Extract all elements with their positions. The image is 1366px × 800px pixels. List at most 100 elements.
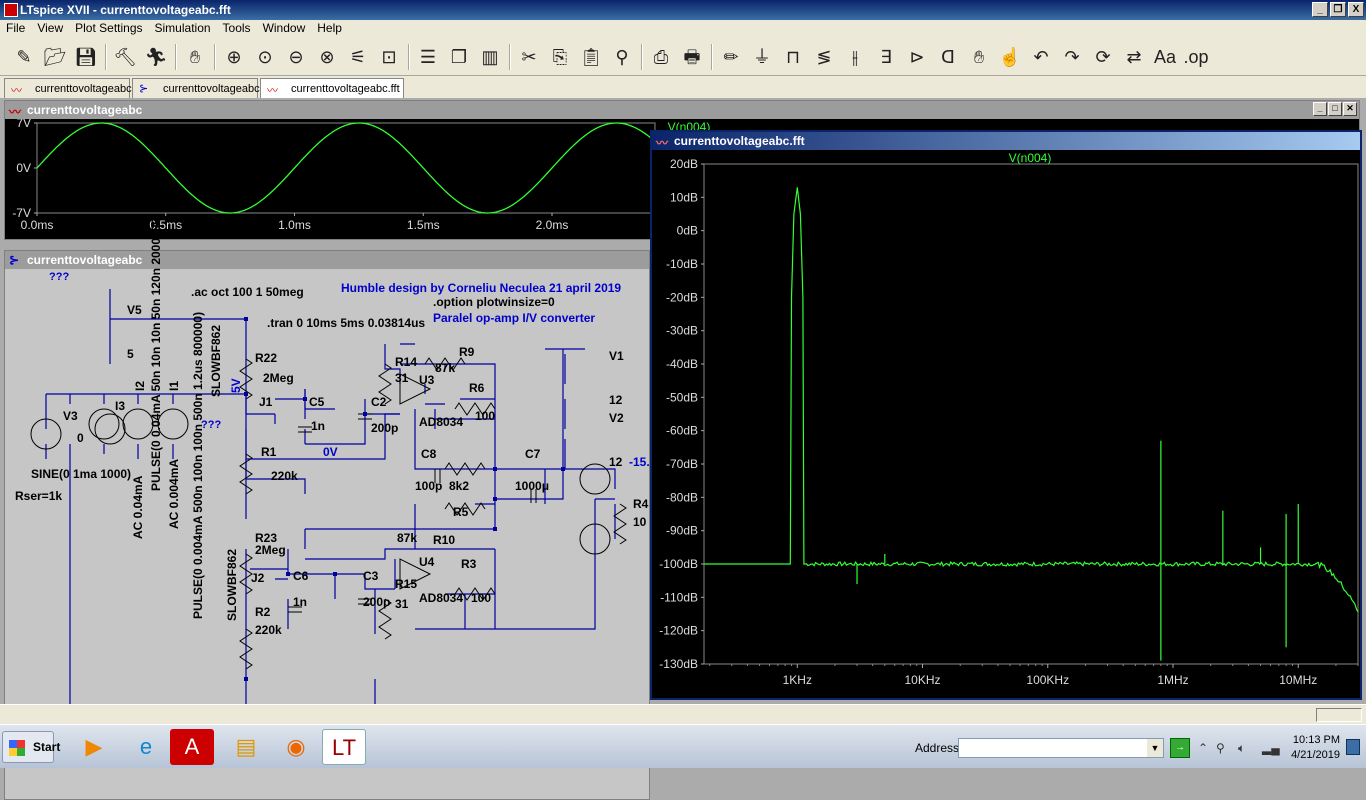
firefox-icon[interactable]: ◉	[286, 734, 306, 759]
component-icon[interactable]: ᗡ	[941, 47, 955, 67]
net-label-0v[interactable]: 0V	[323, 445, 338, 459]
v2-label[interactable]: V2	[609, 411, 624, 425]
r22-label[interactable]: R22	[255, 351, 278, 365]
tab-fft[interactable]: 〰 currenttovoltageabc.fft	[260, 78, 404, 98]
control-panel-icon[interactable]: 🔨︎	[113, 47, 137, 67]
zoom-area-icon[interactable]: ⊡	[381, 47, 397, 67]
action-center-icon[interactable]	[1346, 739, 1360, 755]
restore-button[interactable]: ❐	[1330, 2, 1346, 17]
r22-value[interactable]: 2Meg	[263, 371, 294, 385]
c5-value[interactable]: 1n	[311, 419, 326, 433]
i2-ac-spec[interactable]: AC 0.04mA	[131, 475, 145, 539]
v5-label[interactable]: V5	[127, 303, 142, 317]
r23-label[interactable]: R23	[255, 531, 278, 545]
c2-value[interactable]: 200p	[371, 421, 399, 435]
r15-label[interactable]: R15	[395, 577, 418, 591]
c6-value[interactable]: 1n	[293, 595, 308, 609]
j1-label[interactable]: J1	[259, 395, 273, 409]
maximize-button[interactable]: □	[1328, 102, 1342, 116]
r9-label[interactable]: R9	[459, 345, 475, 359]
new-schematic-icon[interactable]: ✎	[16, 47, 32, 67]
r14-value[interactable]: 31	[395, 371, 409, 385]
media-player-icon[interactable]: ▶	[85, 734, 103, 759]
address-input[interactable]: ▼	[958, 738, 1164, 758]
cut-icon[interactable]: ✂	[521, 47, 537, 67]
r6-label[interactable]: R6	[469, 381, 485, 395]
tile-vertical-icon[interactable]: ▥	[481, 47, 499, 67]
r23-value[interactable]: 2Meg	[255, 543, 286, 557]
c8-value[interactable]: 100p	[415, 479, 443, 493]
c6-label[interactable]: C6	[293, 569, 309, 583]
find-icon[interactable]: ⚲	[615, 47, 629, 67]
minimize-button[interactable]: _	[1313, 102, 1327, 116]
r2-value[interactable]: 220k	[255, 623, 282, 637]
drag-icon[interactable]: ☝	[998, 47, 1022, 67]
network-tray-icon[interactable]: ⚲	[1216, 741, 1225, 755]
i1-ac-spec[interactable]: AC 0.004mA	[167, 458, 181, 529]
save-icon[interactable]: 💾︎	[74, 47, 98, 67]
signal-icon[interactable]: ▂▄	[1262, 741, 1280, 755]
menu-simulation[interactable]: Simulation	[154, 21, 211, 35]
move-icon[interactable]: ✋︎	[973, 47, 985, 67]
resistor-icon[interactable]: ≶	[816, 47, 832, 67]
c7-value[interactable]: 1000μ	[515, 479, 550, 493]
menu-window[interactable]: Window	[262, 21, 306, 35]
ground-icon[interactable]: ⏚	[753, 47, 771, 67]
option-directive[interactable]: .option plotwinsize=0	[433, 295, 555, 309]
u3-model[interactable]: AD8034	[419, 415, 464, 429]
close-button[interactable]: ✕	[1343, 102, 1357, 116]
draw-wire-icon[interactable]: ✏	[723, 47, 739, 67]
u3-label[interactable]: U3	[419, 373, 435, 387]
r4-label[interactable]: R4	[633, 497, 649, 511]
r3-value[interactable]: 100	[471, 591, 492, 605]
menu-help[interactable]: Help	[317, 21, 342, 35]
j2-model[interactable]: SLOWBF862	[225, 548, 239, 621]
r10-label[interactable]: R10	[433, 533, 456, 547]
i3-label[interactable]: I3	[115, 399, 126, 413]
r4-value[interactable]: 10	[633, 515, 647, 529]
mirror-icon[interactable]: ⇄	[1126, 47, 1142, 67]
start-button[interactable]: Start	[2, 731, 60, 763]
j1-model[interactable]: SLOWBF862	[209, 324, 223, 397]
close-button[interactable]: X	[1348, 2, 1364, 17]
v3-sine-spec[interactable]: SINE(0 1ma 1000)	[31, 467, 132, 481]
r14-label[interactable]: R14	[395, 355, 418, 369]
diode-icon[interactable]: ⊳	[909, 47, 925, 67]
zoom-in-icon[interactable]: ⊕	[226, 47, 242, 67]
i2-label[interactable]: I2	[133, 380, 147, 391]
i1-label[interactable]: I1	[167, 380, 181, 391]
u4-label[interactable]: U4	[419, 555, 435, 569]
undo-icon[interactable]: ↶	[1033, 47, 1049, 67]
v3-label[interactable]: V3	[63, 409, 78, 423]
cascade-icon[interactable]: ❐	[450, 47, 468, 67]
zoom-back-icon[interactable]: ⊙	[257, 47, 273, 67]
i1-pulse-spec[interactable]: PULSE(0 0.004mA 500n 100n 100n 500n 1.2u…	[191, 311, 205, 619]
menu-view[interactable]: View	[37, 21, 64, 35]
r2-label[interactable]: R2	[255, 605, 271, 619]
volume-icon[interactable]: 🔈︎	[1238, 741, 1246, 755]
print-icon[interactable]: 🖶︎	[683, 47, 701, 67]
j2-label[interactable]: J2	[251, 571, 265, 585]
c2-label[interactable]: C2	[371, 395, 387, 409]
capacitor-icon[interactable]: ⫲	[852, 47, 858, 67]
print-setup-icon[interactable]: ⎙	[653, 47, 669, 67]
text-icon[interactable]: Aa	[1153, 47, 1177, 67]
autorange-icon[interactable]: ⚟	[349, 47, 367, 67]
menu-tools[interactable]: Tools	[222, 21, 251, 35]
r5-label[interactable]: R5	[453, 505, 469, 519]
internet-explorer-icon[interactable]: e	[139, 734, 153, 759]
c3-value[interactable]: 200p	[363, 595, 391, 609]
v3-value[interactable]: 0	[77, 431, 84, 445]
tile-horizontal-icon[interactable]: ☰	[419, 47, 437, 67]
net-label-neg[interactable]: -15.	[629, 455, 650, 469]
v3-rser[interactable]: Rser=1k	[15, 489, 63, 503]
r6-value[interactable]: 100	[475, 409, 496, 423]
v5-value[interactable]: 5	[127, 347, 134, 361]
folder-icon[interactable]: ▤	[235, 734, 257, 759]
ltspice-icon[interactable]: LT	[322, 729, 366, 765]
r3-label[interactable]: R3	[461, 557, 477, 571]
tran-directive[interactable]: .tran 0 10ms 5ms 0.03814us	[267, 316, 426, 330]
v2-value[interactable]: 12	[609, 455, 623, 469]
menu-plot-settings[interactable]: Plot Settings	[75, 21, 143, 35]
